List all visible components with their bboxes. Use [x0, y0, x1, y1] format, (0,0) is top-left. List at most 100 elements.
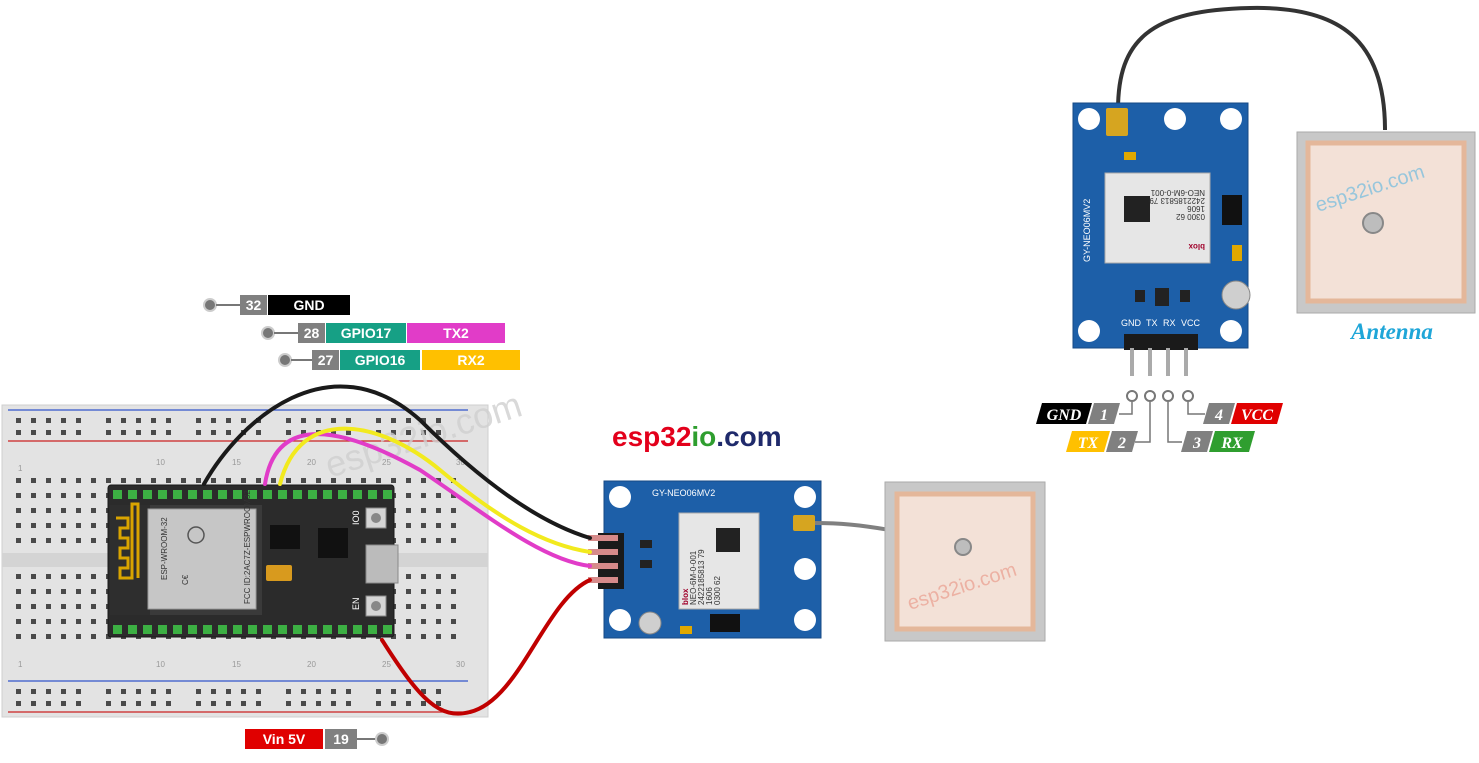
breadboard-hole: [436, 589, 441, 594]
pcb-antenna-trace: [116, 502, 140, 580]
antenna-feed-icon: [954, 538, 972, 556]
breadboard-hole: [61, 523, 66, 528]
header-label: GND: [1121, 318, 1142, 328]
pin-name: GND: [293, 297, 324, 313]
breadboard-hole: [421, 589, 426, 594]
breadboard-hole: [346, 701, 351, 706]
breadboard-hole: [16, 523, 21, 528]
breadboard-hole: [451, 538, 456, 543]
breadboard-hole: [76, 493, 81, 498]
breadboard-hole: [16, 478, 21, 483]
en-label: EN: [351, 597, 361, 610]
header-label: RX: [1163, 318, 1176, 328]
esp32-header-pin: [233, 625, 242, 634]
breadboard-hole: [76, 689, 81, 694]
breadboard-hole: [211, 689, 216, 694]
wire-vin-red: [380, 578, 592, 716]
breadboard-hole: [91, 634, 96, 639]
breadboard-hole: [16, 574, 21, 579]
breadboard-hole: [391, 701, 396, 706]
breadboard-hole: [196, 701, 201, 706]
breadboard-hole: [406, 478, 411, 483]
pin-name: GPIO17: [341, 325, 392, 341]
breadboard-hole: [436, 689, 441, 694]
breadboard-hole: [106, 701, 111, 706]
breadboard-hole: [286, 478, 291, 483]
logo-io: io: [691, 421, 716, 452]
breadboard-hole: [76, 508, 81, 513]
breadboard-hole: [31, 634, 36, 639]
pin-dot-icon: [261, 326, 275, 340]
breadboard-hole: [226, 701, 231, 706]
breadboard-hole: [121, 430, 126, 435]
esp32-header-pin: [128, 490, 137, 499]
breadboard-hole: [46, 478, 51, 483]
breadboard-hole: [406, 493, 411, 498]
bb-col-label: 1: [18, 464, 23, 473]
pin-function: TX2: [443, 325, 469, 341]
header-label: TX: [1146, 318, 1158, 328]
breadboard-hole: [31, 538, 36, 543]
breadboard-hole: [61, 634, 66, 639]
breadboard-hole: [31, 508, 36, 513]
esp32-header-pin: [218, 625, 227, 634]
breadboard-hole: [406, 430, 411, 435]
breadboard-hole: [301, 701, 306, 706]
breadboard-hole: [196, 478, 201, 483]
breadboard-hole: [286, 689, 291, 694]
board-label: GY-NEO06MV2: [652, 488, 715, 498]
esp32-header-pin: [173, 490, 182, 499]
breadboard-hole: [361, 478, 366, 483]
bb-col-label: 20: [307, 660, 316, 669]
breadboard-hole: [16, 634, 21, 639]
micro-usb-port: [365, 544, 399, 584]
chip-text: 1606: [705, 587, 714, 605]
wifi-logo-icon: [187, 526, 205, 544]
antenna-cable: [814, 521, 891, 532]
breadboard-hole: [451, 634, 456, 639]
esp32-header-pin: [128, 625, 137, 634]
esp32-header-pin: [158, 490, 167, 499]
mount-hole: [1220, 108, 1242, 130]
breadboard-hole: [406, 604, 411, 609]
wire-gnd-black: [202, 384, 592, 540]
mount-hole: [1220, 320, 1242, 342]
breadboard-hole: [211, 478, 216, 483]
breadboard-hole: [61, 701, 66, 706]
pin-name: TX: [1078, 435, 1099, 452]
button-cap-icon: [371, 513, 381, 523]
breadboard-hole: [76, 701, 81, 706]
esp32-header-pin: [188, 490, 197, 499]
breadboard-hole: [16, 538, 21, 543]
breadboard-hole: [61, 418, 66, 423]
breadboard-hole: [196, 430, 201, 435]
chip-brand: blox: [681, 588, 690, 605]
breadboard-hole: [151, 418, 156, 423]
pin-number: 4: [1214, 407, 1223, 424]
gps-antenna-main: esp32io.com: [884, 481, 1046, 642]
breadboard-hole: [46, 634, 51, 639]
pin-number: 19: [333, 731, 349, 747]
esp32-fcc-text: FCC ID:2AC7Z-ESPWROOM32: [243, 490, 252, 604]
breadboard-hole: [151, 701, 156, 706]
breadboard-hole: [421, 701, 426, 706]
site-logo: esp32io.com: [612, 421, 782, 452]
pin-dot-icon: [375, 732, 389, 746]
breadboard-hole: [421, 493, 426, 498]
breadboard-hole: [406, 589, 411, 594]
esp32-header-pin: [323, 490, 332, 499]
breadboard-hole: [31, 689, 36, 694]
breadboard-hole: [16, 701, 21, 706]
wire-tx-magenta: [263, 432, 592, 568]
breadboard-hole: [31, 418, 36, 423]
pin-dot-icon: [1182, 390, 1194, 402]
pin-dot-icon: [1162, 390, 1174, 402]
breadboard-hole: [226, 418, 231, 423]
breadboard-hole: [31, 493, 36, 498]
breadboard-hole: [316, 701, 321, 706]
breadboard-hole: [421, 689, 426, 694]
breadboard-hole: [46, 493, 51, 498]
backup-battery: [1221, 280, 1251, 310]
bb-col-label: 20: [307, 458, 316, 467]
esp32-header-pin: [338, 625, 347, 634]
